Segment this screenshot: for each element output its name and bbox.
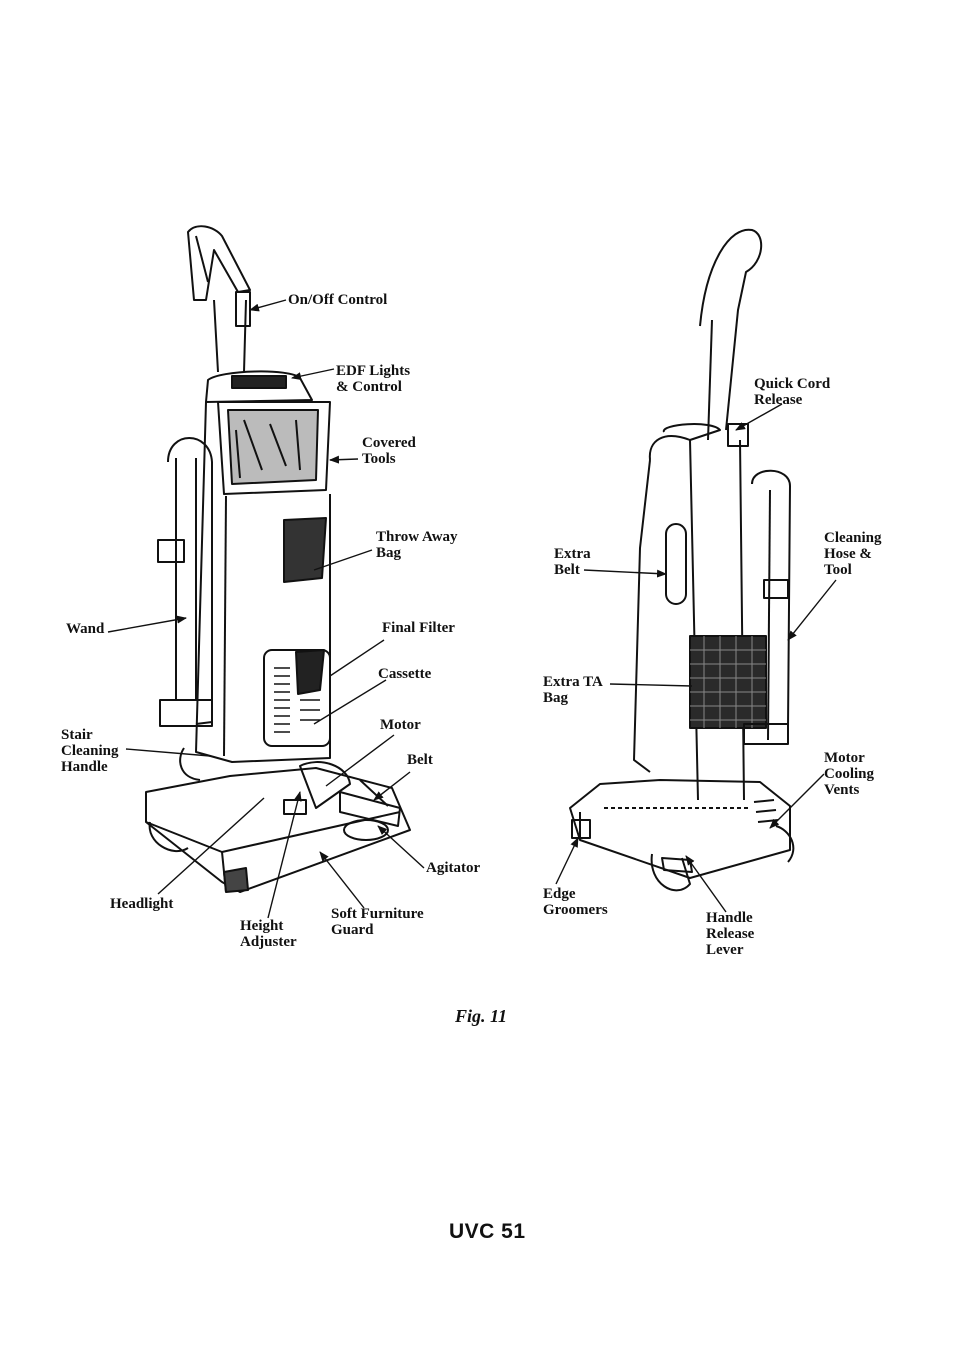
label-motor-cooling-vents: Motor Cooling Vents: [824, 750, 875, 798]
leader-lines: [107, 299, 837, 919]
label-quick-cord-release: Quick Cord Release: [754, 376, 831, 408]
label-extra-ta-bag: Extra TA Bag: [543, 674, 603, 706]
label-wand: Wand: [66, 621, 105, 637]
label-stair-cleaning-handle: Stair Cleaning Handle: [61, 727, 119, 775]
label-throw-away-bag: Throw Away Bag: [376, 529, 458, 561]
label-headlight: Headlight: [110, 896, 174, 912]
label-soft-furniture-guard: Soft Furniture Guard: [331, 906, 424, 938]
front-view-vacuum: [145, 225, 411, 893]
label-belt: Belt: [407, 752, 433, 768]
label-motor: Motor: [380, 717, 421, 733]
label-final-filter: Final Filter: [382, 620, 455, 636]
label-cleaning-hose-tool: Cleaning Hose & Tool: [824, 530, 882, 578]
label-handle-release-lever: Handle Release Lever: [706, 910, 755, 958]
label-extra-belt: Extra Belt: [554, 546, 591, 578]
figure-caption: Fig. 11: [455, 1006, 508, 1026]
label-covered-tools: Covered Tools: [362, 435, 416, 467]
label-on-off-control: On/Off Control: [288, 292, 388, 308]
label-edf-lights-control: EDF Lights & Control: [336, 363, 411, 395]
label-cassette: Cassette: [378, 666, 432, 682]
rear-view-vacuum: [569, 228, 795, 892]
label-edge-groomers: Edge Groomers: [543, 886, 608, 918]
label-height-adjuster: Height Adjuster: [240, 918, 297, 950]
model-number: UVC 51: [449, 1220, 526, 1243]
label-agitator: Agitator: [426, 860, 481, 876]
